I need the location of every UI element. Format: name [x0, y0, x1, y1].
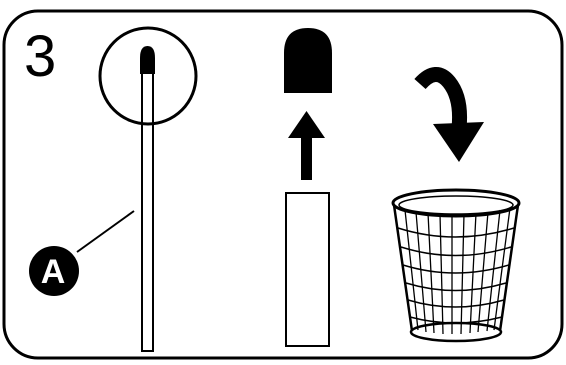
- cap-icon: [284, 28, 332, 93]
- curved-arrow-down-icon: [414, 67, 484, 162]
- wastebasket-icon: [391, 188, 521, 343]
- applicator-tip-icon: [140, 46, 155, 74]
- callout-badge: [29, 246, 79, 296]
- arrow-up-icon: [288, 111, 325, 180]
- callout-label: A: [40, 253, 66, 291]
- sleeve-icon: [285, 192, 330, 347]
- callout-leader: [76, 210, 135, 253]
- applicator-stick-icon: [140, 46, 155, 352]
- highlight-circle: [98, 26, 198, 126]
- panel-frame: [2, 9, 564, 360]
- step-number: 3: [24, 24, 57, 89]
